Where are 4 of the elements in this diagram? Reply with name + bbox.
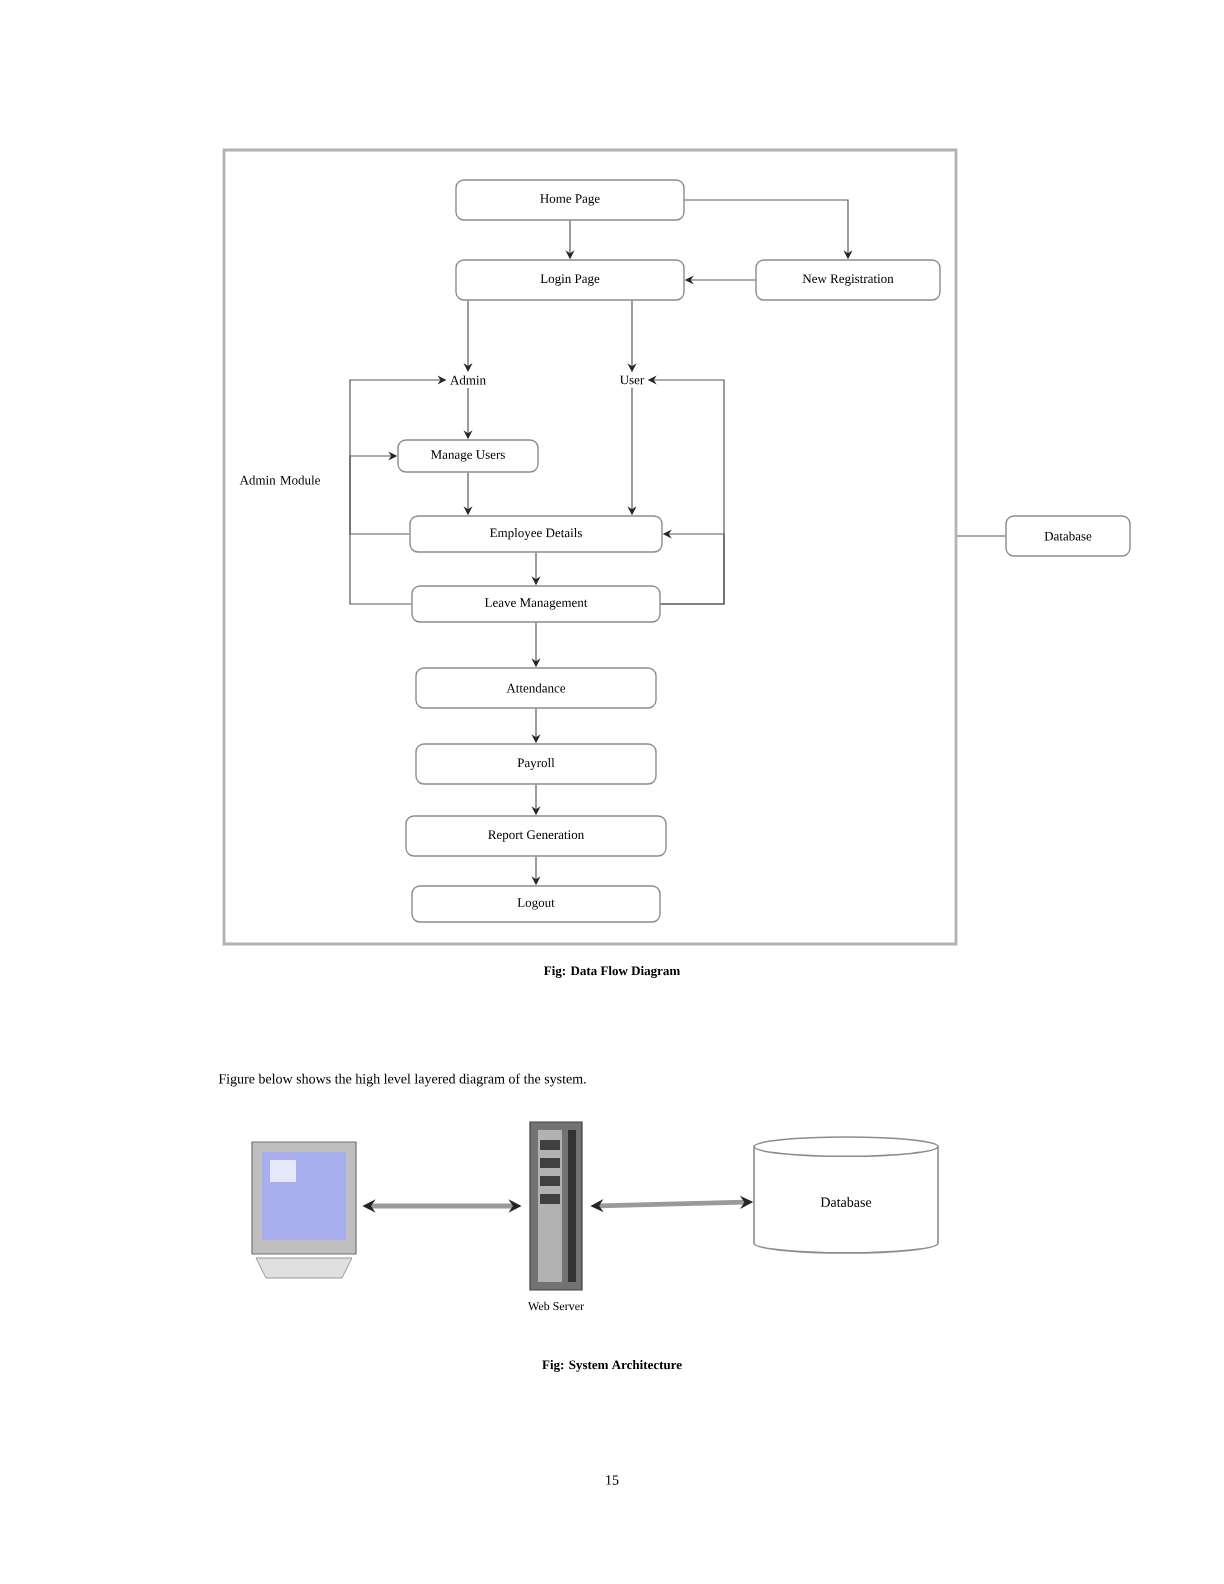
arrow	[349, 451, 412, 605]
connector-line	[956, 535, 1006, 537]
diagram-frame	[222, 148, 958, 946]
computer-drawing	[251, 1141, 357, 1279]
